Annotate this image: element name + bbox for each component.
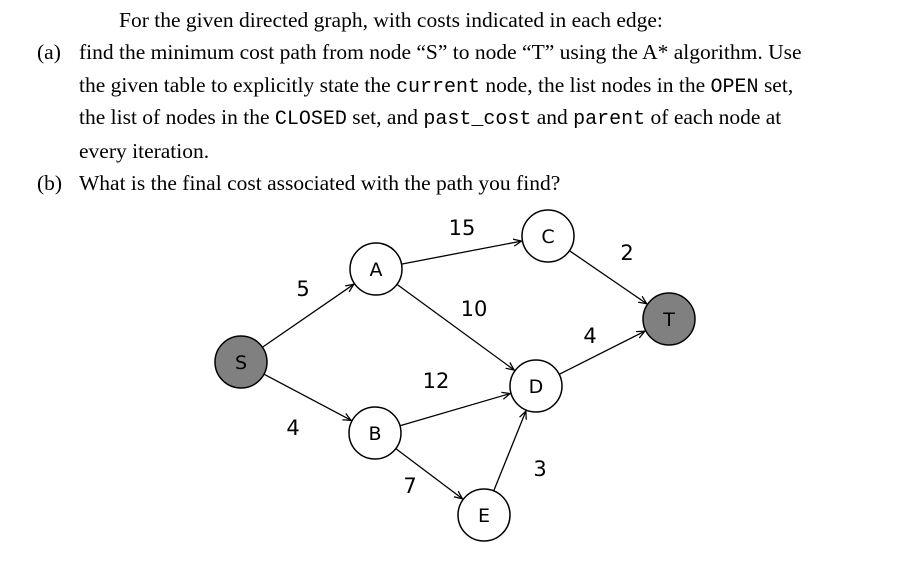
node-circle-d (509, 359, 563, 413)
part-a-line-3-text-1: the list of nodes in the (79, 105, 275, 129)
edge-cost-s-a: 5 (296, 277, 309, 301)
code-open: OPEN (710, 76, 759, 99)
code-current: current (396, 76, 481, 99)
node-circle-c (521, 209, 575, 263)
part-a-marker: (a) (37, 40, 61, 64)
node-label-d: D (529, 376, 544, 398)
edge-e-d (493, 411, 526, 492)
edge-b-e (395, 448, 463, 499)
edge-cost-b-e: 7 (403, 474, 416, 498)
node-circle-s (214, 335, 268, 389)
edge-cost-c-t: 2 (620, 241, 633, 265)
edge-s-b (263, 373, 351, 420)
node-label-a: A (370, 259, 383, 281)
part-a-line-3-text-3: and (531, 105, 574, 129)
edge-cost-b-d: 12 (423, 369, 450, 393)
node-circle-a (349, 242, 403, 296)
part-b-marker: (b) (37, 171, 63, 195)
part-a-line-3-text-4: of each node at (645, 105, 782, 129)
node-c: C (521, 209, 575, 263)
node-circle-t (642, 292, 696, 346)
graph-edges: 5 4 15 10 12 7 3 2 4 (262, 216, 646, 499)
edge-cost-s-b: 4 (286, 416, 299, 440)
code-parent: parent (573, 108, 646, 131)
node-s: S (214, 335, 268, 389)
node-d: D (509, 359, 563, 413)
node-label-s: S (235, 352, 247, 374)
code-closed: CLOSED (274, 108, 347, 131)
code-past-cost: past_cost (423, 108, 532, 131)
edge-cost-a-d: 10 (461, 297, 488, 321)
part-a-line-3-text-2: set, and (346, 105, 424, 129)
part-a-line-3: the list of nodes in the CLOSED set, and… (79, 101, 781, 136)
node-circle-e (457, 488, 511, 542)
edge-a-c (401, 241, 522, 265)
edge-cost-d-t: 4 (583, 324, 596, 348)
node-label-b: B (368, 423, 381, 445)
part-a-line-2-text-1: the given table to explicitly state the (79, 73, 397, 97)
part-a-line-2-text-2: node, the list nodes in the (480, 73, 711, 97)
part-a-line-1: find the minimum cost path from node “S”… (79, 40, 802, 64)
edge-s-a (262, 284, 353, 348)
edge-a-d (396, 283, 514, 370)
edge-b-d (399, 394, 510, 427)
node-label-c: C (541, 226, 554, 248)
node-label-t: T (662, 309, 675, 331)
part-a-line-2-text-3: set, (758, 73, 794, 97)
part-a-line-4: every iteration. (79, 139, 210, 163)
edge-cost-e-d: 3 (533, 457, 546, 481)
node-label-e: E (478, 505, 490, 527)
edge-cost-a-c: 15 (449, 216, 476, 240)
node-b: B (348, 406, 402, 460)
part-a-line-2: the given table to explicitly state the … (79, 69, 793, 104)
node-circle-b (348, 406, 402, 460)
edge-d-t (558, 331, 645, 375)
edge-c-t (569, 250, 646, 304)
node-a: A (349, 242, 403, 296)
node-t: T (642, 292, 696, 346)
question-intro: For the given directed graph, with costs… (119, 8, 663, 32)
part-b-text: What is the final cost associated with t… (79, 171, 561, 195)
graph-nodes: S A B C D E T (214, 209, 696, 542)
node-e: E (457, 488, 511, 542)
